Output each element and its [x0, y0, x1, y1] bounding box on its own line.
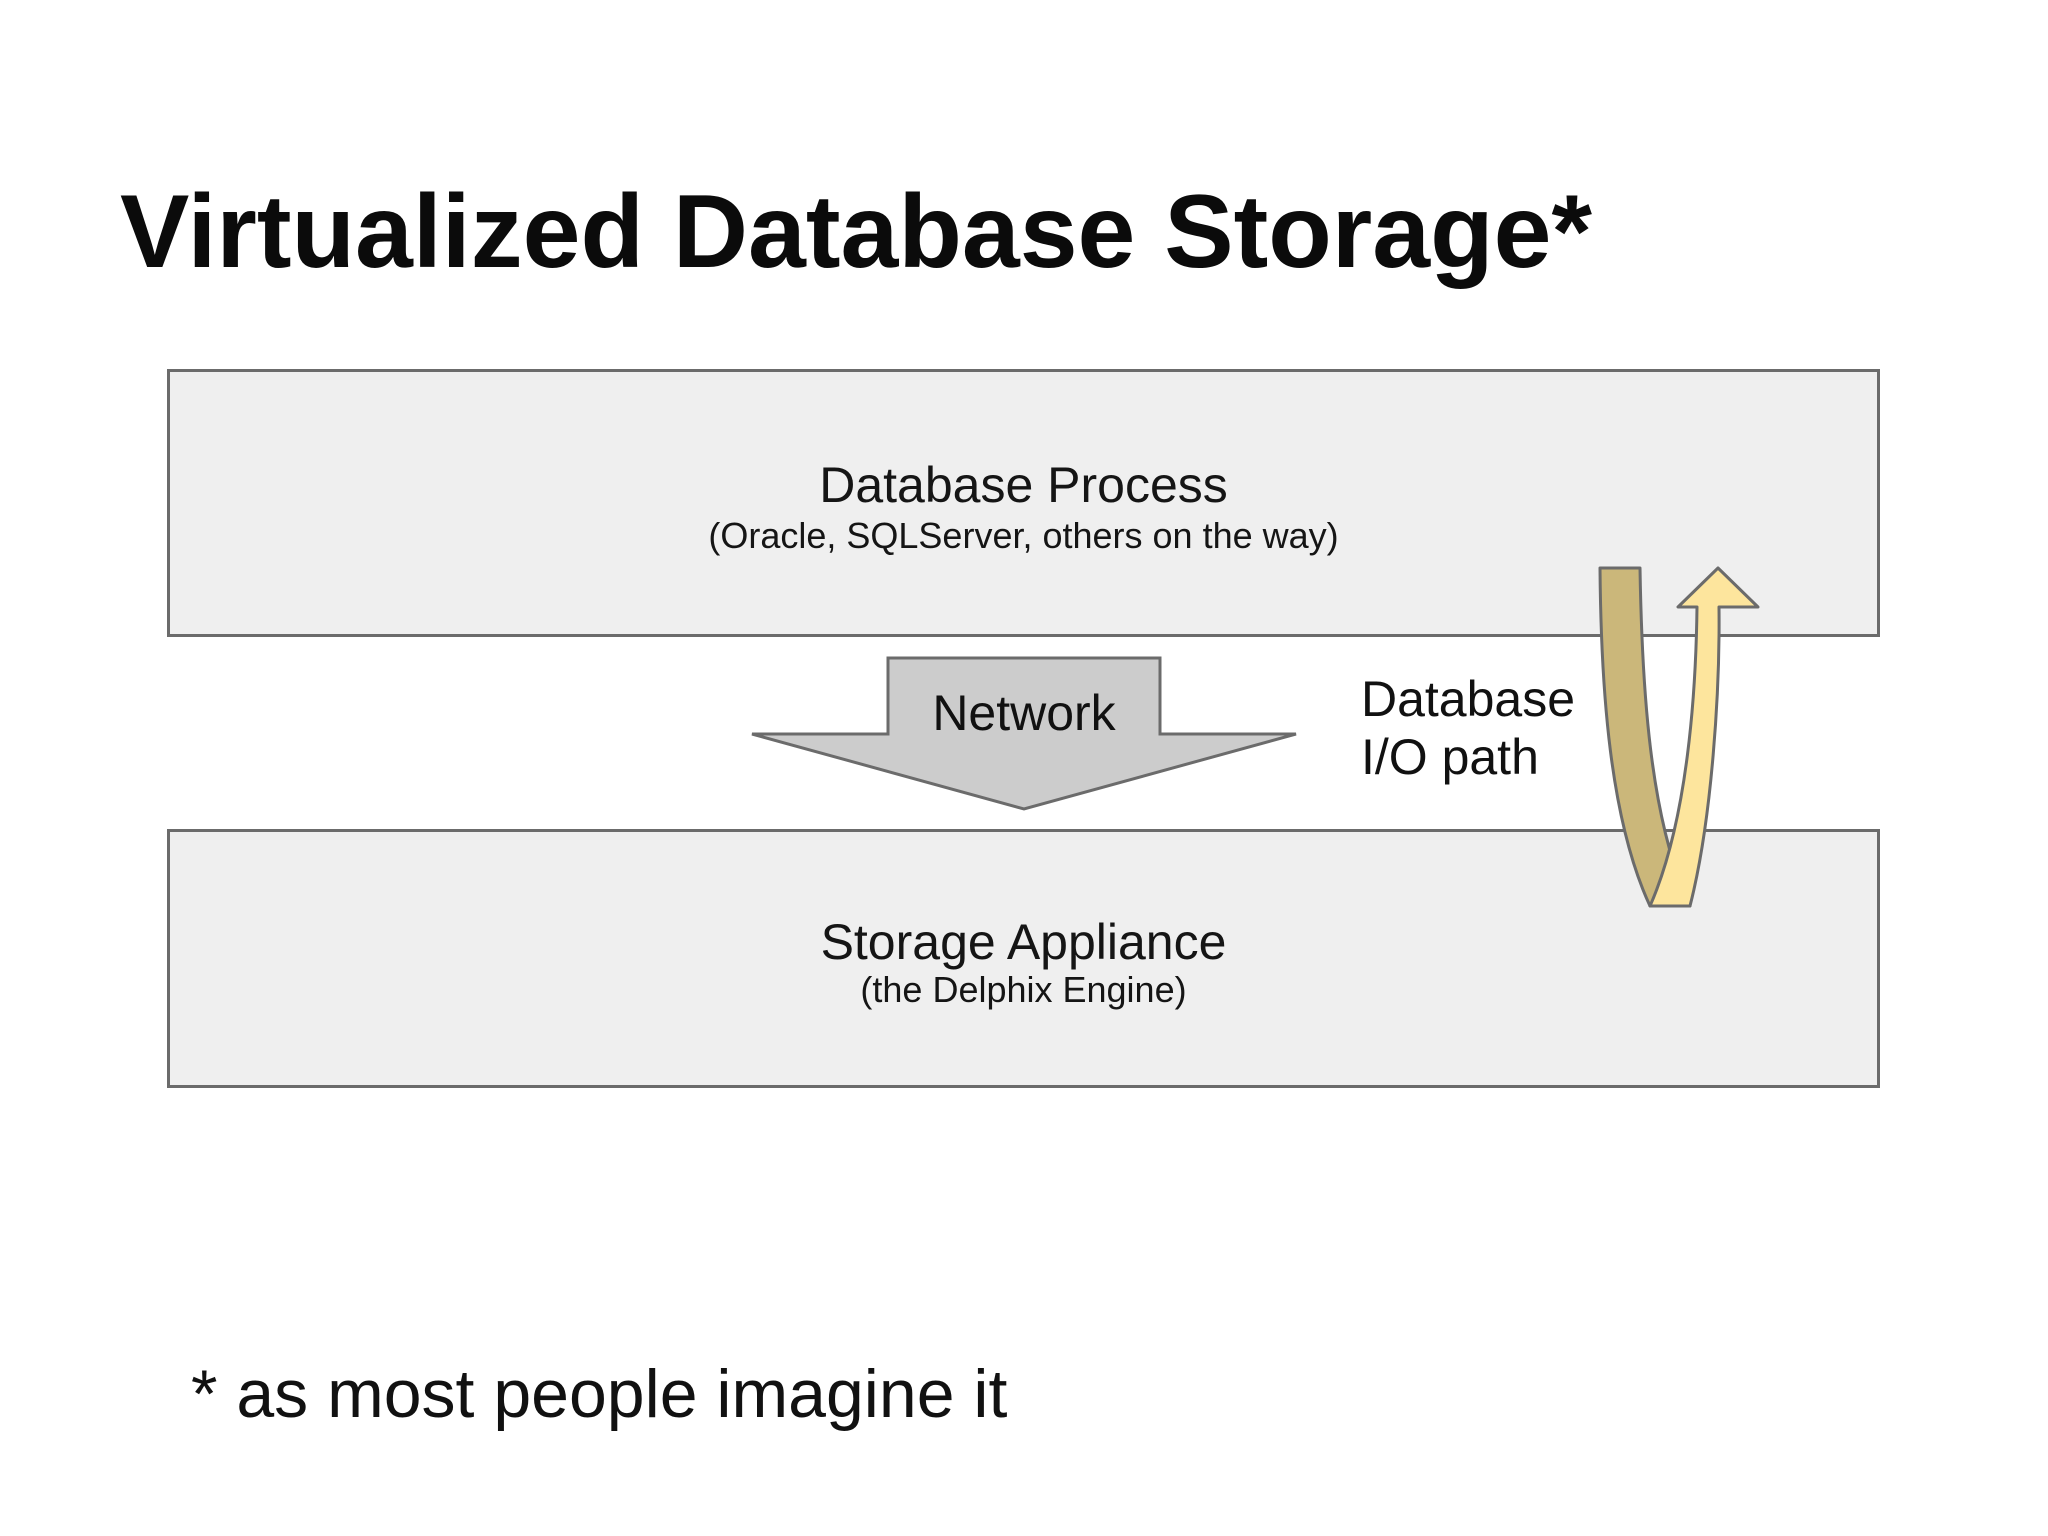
io-path-label-line2: I/O path — [1361, 729, 1539, 785]
storage-appliance-sublabel: (the Delphix Engine) — [860, 969, 1187, 1010]
storage-appliance-box: Storage Appliance (the Delphix Engine) — [167, 829, 1880, 1088]
storage-appliance-label: Storage Appliance — [820, 914, 1227, 970]
database-process-box: Database Process (Oracle, SQLServer, oth… — [167, 369, 1880, 637]
database-process-label: Database Process — [819, 457, 1228, 513]
network-label: Network — [932, 685, 1116, 741]
io-path-up-arrow — [1648, 566, 1760, 908]
footnote: * as most people imagine it — [191, 1356, 1008, 1432]
io-path-label-line1: Database — [1361, 671, 1576, 727]
slide-title: Virtualized Database Storage* — [120, 174, 1592, 290]
io-path-label: Database I/O path — [1361, 670, 1575, 786]
database-process-sublabel: (Oracle, SQLServer, others on the way) — [708, 515, 1339, 556]
network-arrow — [751, 656, 1297, 811]
